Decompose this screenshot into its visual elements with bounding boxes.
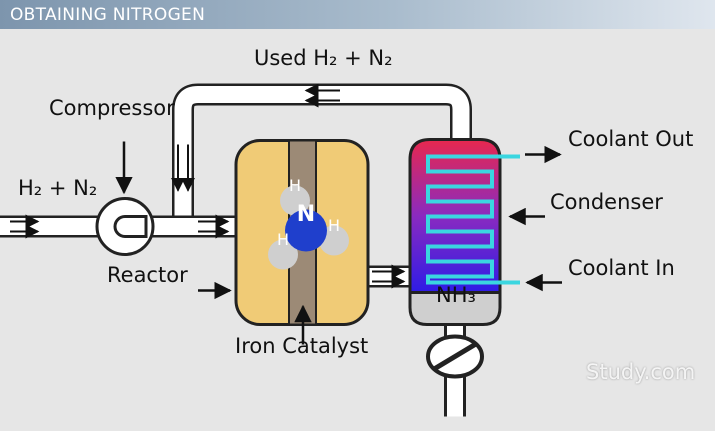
process-diagram [0,83,562,417]
header-bar: OBTAINING NITROGEN [0,0,715,29]
coolant-out-label: Coolant Out [568,127,694,151]
diagram-canvas: OBTAINING NITROGEN [0,0,715,417]
catalyst-label: Iron Catalyst [235,334,369,358]
condenser-label: Condenser [550,190,663,214]
valve-icon [426,334,484,379]
feed-label: H₂ + N₂ [18,176,98,200]
hydrogen-atom-label: H [288,176,302,195]
recycle-label: Used H₂ + N₂ [254,46,393,70]
reactor-label: Reactor [107,263,188,287]
recycle-pipe [172,83,472,225]
product-label: NH₃ [436,283,476,307]
watermark-logo: Study.com [586,360,696,384]
hydrogen-atom-label: H [327,216,341,235]
condenser-vessel [408,138,520,326]
coolant-coil [426,154,520,285]
flow-arrows [10,83,406,289]
page-title: OBTAINING NITROGEN [10,5,206,25]
hydrogen-atom-label: H [276,230,290,249]
coolant-in-label: Coolant In [568,256,675,280]
compressor-label: Compressor [49,96,175,120]
compressor-icon [95,197,155,256]
nitrogen-atom-label: N [296,202,316,227]
label-pointers [115,141,562,345]
ammonia-molecule [268,185,349,270]
